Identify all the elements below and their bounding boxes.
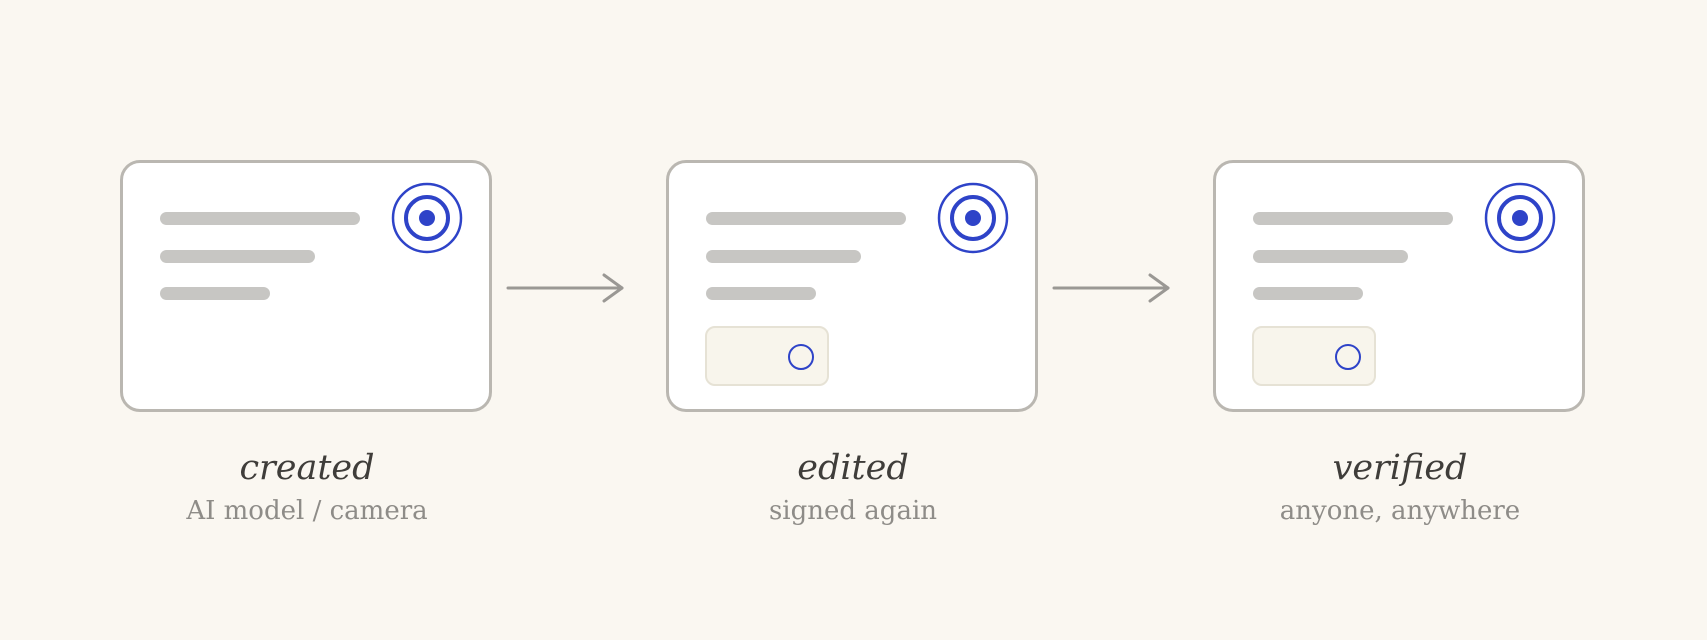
caption-verified: verified anyone, anywhere xyxy=(1210,446,1590,528)
caption-edited: edited signed again xyxy=(663,446,1043,528)
step-subtitle: signed again xyxy=(768,496,938,526)
text-line-placeholder xyxy=(1253,250,1408,263)
seal-icon xyxy=(391,182,463,254)
card-edited xyxy=(666,160,1038,412)
step-title: created xyxy=(239,448,375,488)
text-line-placeholder xyxy=(160,250,315,263)
signature-circle-icon xyxy=(788,344,814,370)
step-subtitle: anyone, anywhere xyxy=(1279,496,1521,526)
text-line-placeholder xyxy=(1253,287,1363,300)
seal-icon xyxy=(937,182,1009,254)
card-verified xyxy=(1213,160,1585,412)
text-line-placeholder xyxy=(160,287,270,300)
text-line-placeholder xyxy=(706,250,861,263)
signature-box xyxy=(705,326,829,386)
signature-box xyxy=(1252,326,1376,386)
signature-circle-icon xyxy=(1335,344,1361,370)
step-title: edited xyxy=(797,448,909,488)
arrow-right-icon xyxy=(1052,273,1170,303)
text-line-placeholder xyxy=(1253,212,1453,225)
card-created xyxy=(120,160,492,412)
text-line-placeholder xyxy=(706,287,816,300)
step-subtitle: AI model / camera xyxy=(186,496,428,526)
text-line-placeholder xyxy=(160,212,360,225)
arrow-right-icon xyxy=(506,273,624,303)
caption-created: created AI model / camera xyxy=(117,446,497,528)
seal-icon xyxy=(1484,182,1556,254)
text-line-placeholder xyxy=(706,212,906,225)
step-title: verified xyxy=(1332,448,1468,488)
